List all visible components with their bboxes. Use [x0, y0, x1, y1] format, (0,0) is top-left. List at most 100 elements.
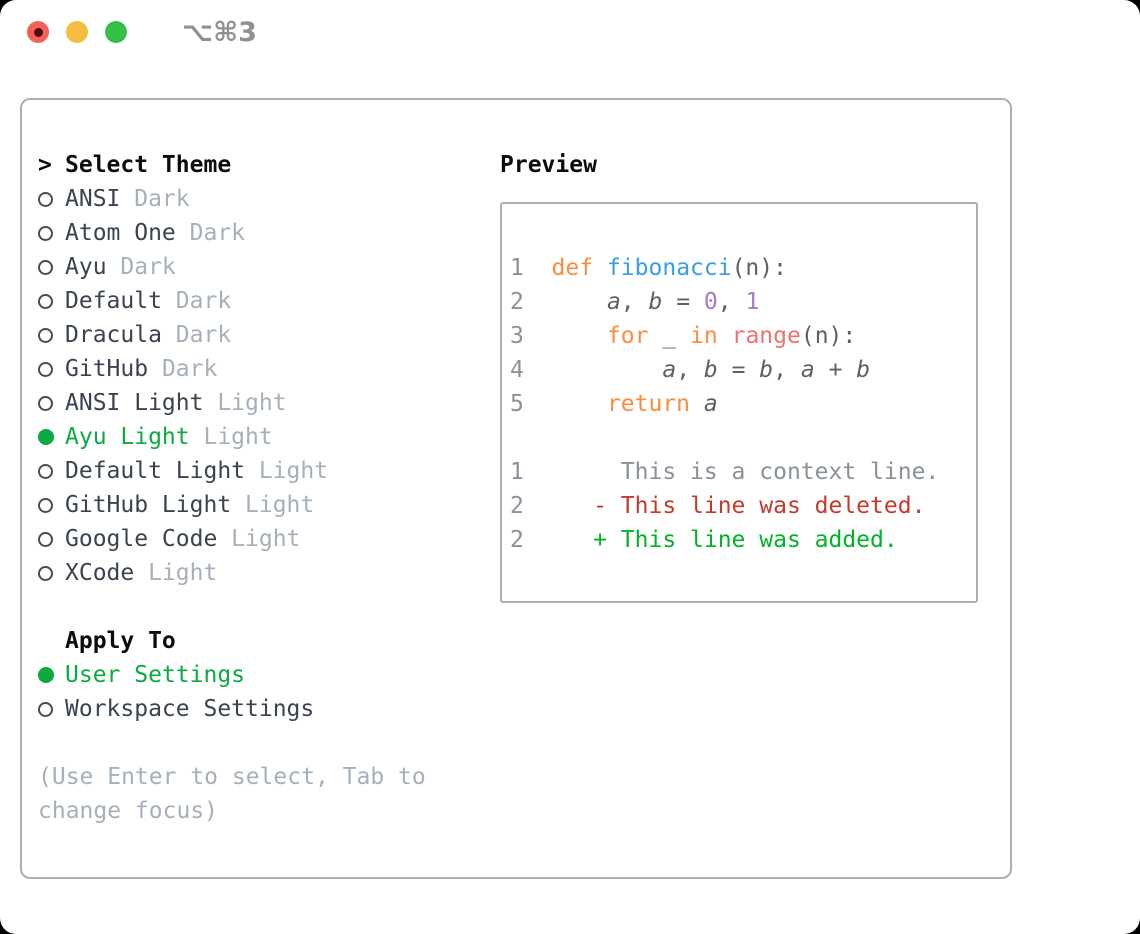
preview-blank-line [510, 421, 976, 455]
code-token-fg: , [676, 357, 704, 383]
code-token-fg: (n): [800, 323, 857, 349]
apply-option-label: User Settings [65, 662, 246, 688]
code-token-fg: _ [648, 323, 691, 349]
code-token-fg [718, 323, 732, 349]
theme-option-default-light-light[interactable]: Default Light Light [38, 454, 426, 488]
variant-tag: Dark [120, 186, 190, 212]
code-token-fg [690, 391, 704, 417]
code-token-var: b [856, 357, 871, 383]
apply-to-title: Apply To [65, 628, 176, 654]
theme-option-google-code-light[interactable]: Google Code Light [38, 522, 426, 556]
code-token-fg [552, 391, 607, 417]
theme-option-ayu-dark[interactable]: Ayu Dark [38, 250, 426, 284]
radio-icon [38, 327, 53, 343]
code-token-fg: , [620, 289, 649, 315]
line-number: 2 [510, 289, 552, 315]
prompt-caret-icon: > [38, 152, 52, 178]
theme-option-ansi-light-light[interactable]: ANSI Light Light [38, 386, 426, 420]
theme-option-label: Default Light [65, 458, 246, 484]
theme-option-label: ANSI Light [65, 390, 204, 416]
code-token-var: a [703, 391, 718, 417]
radio-icon [38, 293, 53, 309]
radio-icon [38, 191, 53, 207]
line-number: 2 [510, 527, 552, 553]
line-number: 4 [510, 357, 552, 383]
select-theme-header: > Select Theme [38, 148, 426, 182]
spacer [38, 726, 426, 760]
variant-tag: Light [189, 424, 273, 450]
apply-option-workspace-settings[interactable]: Workspace Settings [38, 692, 426, 726]
minimize-button[interactable] [66, 21, 88, 43]
code-token-fg [552, 289, 607, 315]
theme-option-label: ANSI [65, 186, 121, 212]
apply-to-header: Apply To [38, 624, 426, 658]
radio-icon [38, 701, 53, 717]
radio-icon [38, 361, 53, 377]
apply-option-label: Workspace Settings [65, 696, 315, 722]
radio-icon [38, 225, 53, 241]
variant-tag: Dark [161, 322, 232, 348]
code-token-builtin: range [731, 323, 801, 349]
theme-option-label: Atom One [65, 220, 176, 246]
code-token-var: a [606, 289, 621, 315]
apply-option-user-settings[interactable]: User Settings [38, 658, 426, 692]
preview-code-line: 3 for _ in range(n): [510, 319, 976, 353]
radio-icon [38, 395, 53, 411]
theme-option-label: Ayu Light [65, 424, 190, 450]
code-token-kw: in [690, 323, 718, 349]
code-token-fg: (n): [731, 255, 787, 281]
code-token-fg: + [814, 357, 857, 383]
preview-column: Preview 1 def fibonacci(n):2 a, b = 0, 1… [500, 148, 978, 603]
preview-code-line: 2 a, b = 0, 1 [510, 285, 976, 319]
theme-option-github-light-light[interactable]: GitHub Light Light [38, 488, 426, 522]
variant-tag: Light [231, 492, 315, 518]
theme-option-label: XCode [65, 560, 135, 586]
code-token-fg [552, 323, 607, 349]
code-token-fg: , [717, 289, 746, 315]
theme-option-dracula-dark[interactable]: Dracula Dark [38, 318, 426, 352]
code-token-num: 1 [745, 289, 760, 315]
variant-tag: Dark [161, 288, 232, 314]
theme-option-ayu-light-light[interactable]: Ayu Light Light [38, 420, 426, 454]
window-title: ⌥⌘3 [182, 16, 257, 48]
theme-option-default-dark[interactable]: Default Dark [38, 284, 426, 318]
zoom-button[interactable] [105, 21, 127, 43]
code-token-fg [593, 255, 607, 281]
code-token-num: 0 [703, 289, 718, 315]
variant-tag: Light [134, 560, 218, 586]
preview-code-line: 1 def fibonacci(n): [510, 251, 976, 285]
preview-code-line: 5 return a [510, 387, 976, 421]
code-token-fn: fibonacci [606, 255, 732, 281]
code-token-fg: , [773, 357, 801, 383]
line-number: 5 [510, 391, 552, 417]
theme-option-label: Default [65, 288, 162, 314]
theme-option-label: Google Code [65, 526, 218, 552]
variant-tag: Light [203, 390, 287, 416]
close-button[interactable] [27, 21, 49, 43]
theme-option-github-dark[interactable]: GitHub Dark [38, 352, 426, 386]
preview-code-line: 4 a, b = b, a + b [510, 353, 976, 387]
variant-tag: Dark [106, 254, 176, 280]
preview-diff-line-context: 1 This is a context line. [510, 455, 976, 489]
code-token-kw: return [606, 391, 691, 417]
theme-option-label: GitHub [65, 356, 149, 382]
select-theme-title: Select Theme [65, 152, 232, 178]
radio-icon [38, 565, 53, 581]
theme-option-atom-one-dark[interactable]: Atom One Dark [38, 216, 426, 250]
radio-icon [38, 463, 53, 479]
line-number: 2 [510, 493, 552, 519]
titlebar: ⌥⌘3 [0, 0, 1140, 64]
radio-selected-icon [38, 667, 54, 683]
line-number: 3 [510, 323, 552, 349]
help-text-line: change focus) [38, 798, 219, 824]
theme-option-ansi-dark[interactable]: ANSI Dark [38, 182, 426, 216]
theme-option-label: Dracula [65, 322, 162, 348]
close-button-dot-icon [33, 27, 43, 37]
preview-diff-line-deleted: 2 - This line was deleted. [510, 489, 976, 523]
theme-option-xcode-light[interactable]: XCode Light [38, 556, 426, 590]
